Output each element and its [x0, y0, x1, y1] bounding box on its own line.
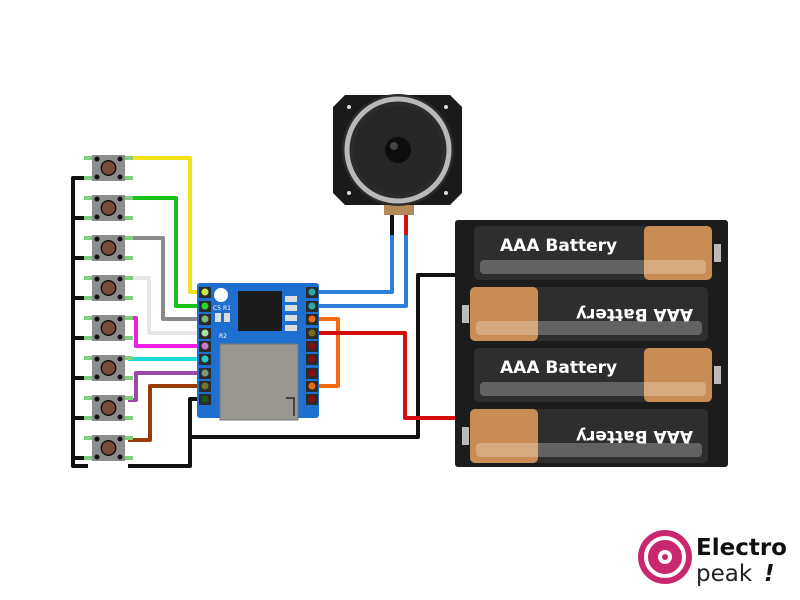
- button-cap: [102, 441, 115, 455]
- aaa-battery: AAA Battery: [462, 287, 708, 341]
- module-pin-right: [308, 369, 316, 377]
- module-pin-right: [308, 329, 316, 337]
- silk-r1: R1: [223, 305, 231, 312]
- wire-gray: [128, 236, 205, 321]
- decoder-chip: [238, 291, 282, 331]
- wire-blue: [312, 235, 394, 294]
- smd-part: [215, 313, 221, 322]
- push-button[interactable]: [84, 235, 133, 261]
- module-pin-right: [308, 342, 316, 350]
- button-cap: [102, 281, 115, 295]
- push-button[interactable]: [84, 355, 133, 381]
- aaa-battery: AAA Battery: [462, 409, 708, 463]
- smd-part: [285, 315, 297, 321]
- battery-terminal: [714, 244, 721, 262]
- wire-black: [190, 273, 455, 439]
- push-button[interactable]: [84, 155, 133, 181]
- aaa-battery: AAA Battery: [474, 226, 721, 280]
- battery-label: AAA Battery: [500, 236, 617, 256]
- aaa-battery: AAA Battery: [474, 348, 721, 402]
- sd-card-slot[interactable]: [219, 343, 299, 421]
- battery-label: AAA Battery: [576, 426, 693, 446]
- module-pin-left: [201, 395, 209, 403]
- module-pin-left: [201, 382, 209, 390]
- logo-mark: !: [764, 561, 775, 587]
- module-pin-left: [201, 329, 209, 337]
- silk-r2: R2: [219, 333, 227, 340]
- push-button[interactable]: [84, 315, 133, 341]
- silk-c5: C5: [213, 305, 221, 312]
- battery-label: AAA Battery: [500, 358, 617, 378]
- module-pin-left: [201, 288, 209, 296]
- module-pin-right: [308, 315, 316, 323]
- logo-line1: Electro: [696, 535, 787, 561]
- module-pin-right: [308, 288, 316, 296]
- smd-part: [285, 296, 297, 302]
- module-pin-right: [308, 355, 316, 363]
- module-pin-left: [201, 355, 209, 363]
- mounting-hole: [214, 288, 228, 302]
- module-pin-left: [201, 369, 209, 377]
- button-cap: [102, 241, 115, 255]
- module-pin-right: [308, 395, 316, 403]
- button-cap: [102, 161, 115, 175]
- wire-green: [128, 196, 205, 308]
- smd-part: [224, 313, 230, 322]
- wire-white: [128, 276, 205, 335]
- push-buttons: [84, 155, 133, 461]
- speaker-dustcap: [385, 137, 411, 163]
- push-button[interactable]: [84, 435, 133, 461]
- module-pin-right: [308, 382, 316, 390]
- battery-terminal: [462, 427, 469, 445]
- wire-orange: [312, 317, 340, 388]
- speaker: [333, 94, 462, 215]
- smd-part: [285, 325, 297, 331]
- wire-black: [128, 397, 205, 468]
- wire-red: [312, 331, 455, 420]
- button-cap: [102, 321, 115, 335]
- electropeak-logo: Electro peak !: [638, 530, 787, 587]
- wire-blue: [312, 235, 408, 308]
- wire-brown: [128, 384, 205, 442]
- module-pin-left: [201, 302, 209, 310]
- button-cap: [102, 361, 115, 375]
- wire-black: [71, 176, 88, 468]
- battery-terminal: [462, 305, 469, 323]
- push-button[interactable]: [84, 195, 133, 221]
- smd-part: [285, 305, 297, 311]
- wire-yellow: [128, 156, 205, 294]
- module-pin-left: [201, 342, 209, 350]
- logo-line2: peak: [696, 561, 753, 587]
- module-pin-left: [201, 315, 209, 323]
- battery-label: AAA Battery: [576, 304, 693, 324]
- button-cap: [102, 401, 115, 415]
- module-pin-right: [308, 302, 316, 310]
- button-cap: [102, 201, 115, 215]
- battery-terminal: [714, 366, 721, 384]
- mp3-module: C5 R1 R2: [197, 283, 319, 421]
- push-button[interactable]: [84, 275, 133, 301]
- push-button[interactable]: [84, 395, 133, 421]
